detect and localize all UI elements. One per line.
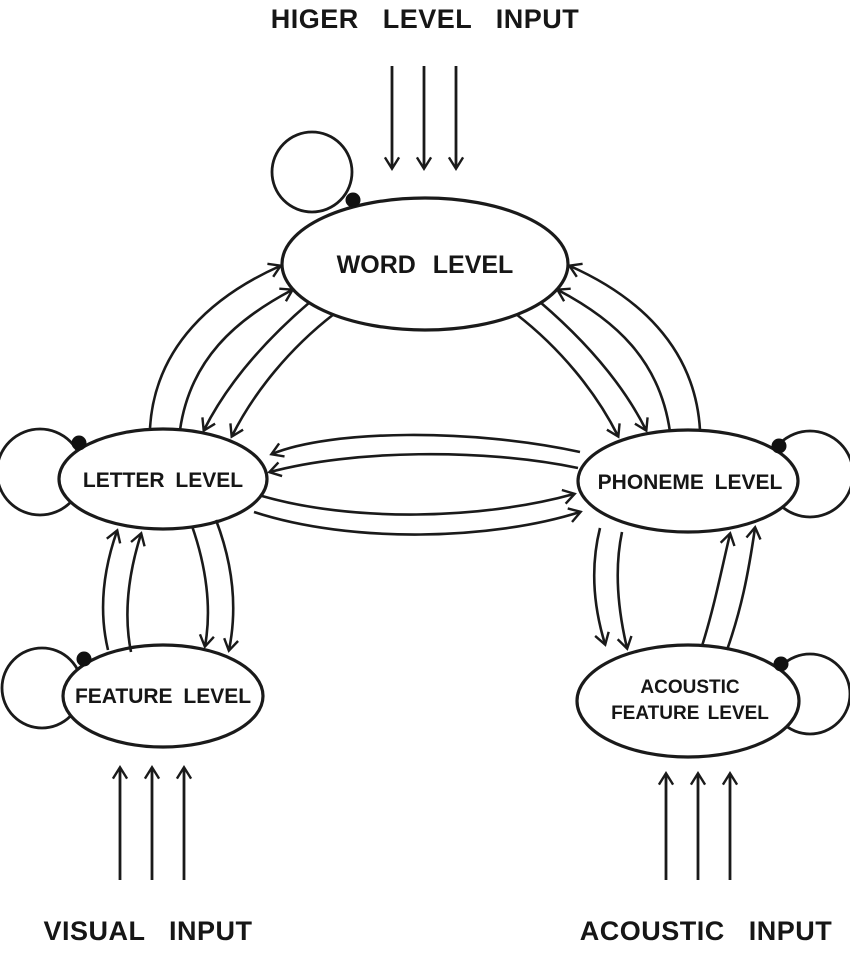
letter-to-phoneme-arrow-2 — [253, 507, 583, 536]
acoustic-feature-level-label-line2: FEATURE LEVEL — [611, 703, 769, 724]
phoneme-to-acoustic-arrow-1 — [593, 527, 610, 647]
feature-level-label: FEATURE LEVEL — [75, 685, 251, 708]
word-letter-edges — [148, 262, 335, 439]
phoneme-acoustic-edges — [593, 525, 762, 651]
acoustic-input-arrows — [657, 771, 739, 880]
letter-to-word-arrow-2 — [178, 287, 295, 431]
letter-level-node — [57, 427, 269, 531]
word-to-phoneme-arrow-1 — [539, 301, 649, 433]
word-level-label: WORD LEVEL — [337, 251, 514, 279]
visual-input-label: VISUAL INPUT — [43, 916, 252, 946]
letter-phoneme-edges — [253, 433, 583, 536]
phoneme-level-label: PHONEME LEVEL — [598, 471, 783, 494]
phoneme-to-acoustic-arrow-2 — [616, 531, 633, 651]
phoneme-to-letter-arrow-1 — [269, 433, 581, 458]
acoustic-feature-level-label-line1: ACOUSTIC — [640, 677, 740, 698]
phoneme-to-word-arrow-1 — [567, 262, 702, 431]
letter-level-label: LETTER LEVEL — [83, 469, 243, 492]
letter-feature-edges — [101, 519, 239, 653]
word-loop-dot — [345, 192, 361, 208]
word-to-letter-arrow-2 — [229, 312, 335, 439]
letter-to-phoneme-arrow-1 — [261, 488, 577, 516]
nodes — [57, 196, 801, 759]
phoneme-level-node — [576, 428, 800, 534]
higher-level-input-label: HIGER LEVEL INPUT — [271, 4, 580, 34]
acoustic-input-label: ACOUSTIC INPUT — [580, 916, 833, 946]
acoustic-feature-level-node — [575, 643, 801, 759]
phoneme-to-word-arrow-2 — [555, 287, 672, 433]
inhibitory-dots — [71, 192, 789, 672]
feature-to-letter-arrow-1 — [101, 528, 122, 651]
word-to-letter-arrow-1 — [201, 301, 311, 433]
higher-level-input-arrows — [383, 66, 465, 171]
word-phoneme-edges — [515, 262, 702, 439]
letter-to-feature-arrow-2 — [214, 519, 239, 653]
letter-to-feature-arrow-1 — [190, 525, 215, 649]
feature-to-letter-arrow-2 — [126, 531, 146, 653]
feature-loop-dot — [76, 651, 92, 667]
acoustic-feature-loop-dot — [773, 656, 789, 672]
visual-input-arrows — [111, 765, 193, 880]
word-self-loop — [270, 130, 354, 214]
feature-level-node — [61, 643, 265, 749]
acoustic-to-phoneme-arrow-2 — [725, 525, 762, 651]
letter-to-word-arrow-1 — [148, 262, 283, 429]
word-to-phoneme-arrow-2 — [515, 312, 621, 439]
acoustic-to-phoneme-arrow-1 — [700, 531, 736, 647]
letter-loop-dot — [71, 435, 87, 451]
phoneme-to-letter-arrow-2 — [267, 452, 579, 478]
phoneme-loop-dot — [771, 438, 787, 454]
